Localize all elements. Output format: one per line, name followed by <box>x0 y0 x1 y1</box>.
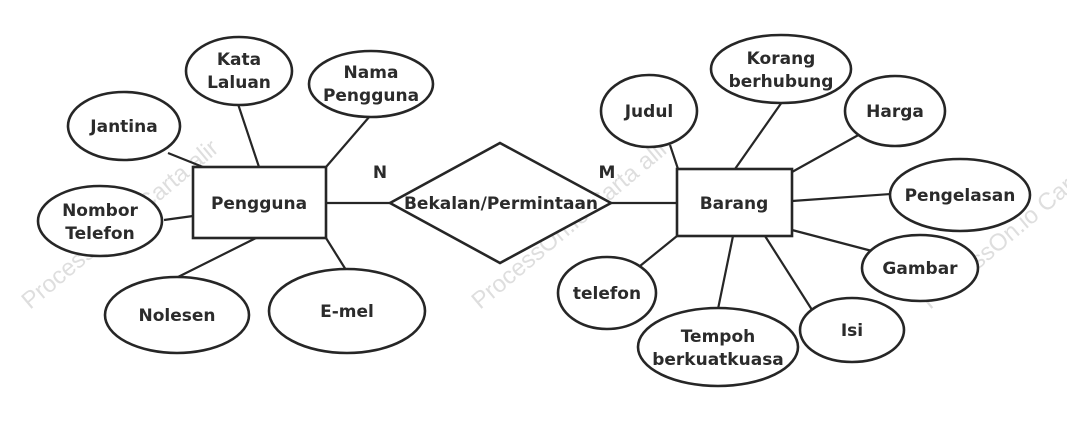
attribute-label: Pengelasan <box>905 186 1016 206</box>
connector-tempoh <box>716 235 735 310</box>
barang-connectors <box>611 101 892 314</box>
attribute-pengelasan: Pengelasan <box>888 157 1032 233</box>
entity-label: Barang <box>700 194 769 214</box>
attribute-tempoh-berkuatkuasa: Tempoh berkuatkuasa <box>636 306 800 388</box>
entity-barang: Barang <box>675 167 794 238</box>
attribute-label: Korang <box>747 49 816 69</box>
attribute-nama-pengguna: Nama Pengguna <box>307 49 435 119</box>
attribute-label: telefon <box>573 284 641 304</box>
attribute-label: Pengguna <box>323 86 419 106</box>
connector-telefon <box>639 235 678 267</box>
attribute-nombor-telefon: Nombor Telefon <box>36 184 164 258</box>
attribute-jantina: Jantina <box>66 90 182 162</box>
attribute-kata-laluan: Kata Laluan <box>184 35 294 107</box>
attribute-label: Nama <box>344 63 399 83</box>
attribute-label: Kata <box>217 50 261 70</box>
connector-harga <box>791 132 863 173</box>
attribute-label: Gambar <box>882 259 958 279</box>
connector-nolesen <box>175 237 257 279</box>
attribute-label: Harga <box>866 102 924 122</box>
attribute-korang-berhubung: Korang berhubung <box>709 33 853 105</box>
attribute-judul: Judul <box>599 73 699 149</box>
entity-pengguna: Pengguna <box>191 165 328 240</box>
connector-isi <box>764 235 815 314</box>
attribute-e-mel: E-mel <box>267 267 427 355</box>
attribute-isi: Isi <box>798 296 906 364</box>
connector-kata-laluan <box>236 103 261 168</box>
connector-nama-pengguna <box>325 115 371 168</box>
connector-judul <box>668 144 680 170</box>
attribute-telefon: telefon <box>556 255 658 331</box>
attribute-nolesen: Nolesen <box>103 275 251 355</box>
connector-pengelasan <box>791 192 892 203</box>
relationship-label: Bekalan/Permintaan <box>404 194 598 214</box>
attribute-label: Nolesen <box>138 306 215 326</box>
connector-gambar <box>791 228 873 253</box>
attribute-label: Nombor <box>62 201 138 221</box>
attribute-harga: Harga <box>843 74 947 148</box>
attribute-label: Judul <box>624 102 674 122</box>
attribute-label: Isi <box>841 321 863 341</box>
attribute-label: E-mel <box>320 302 374 322</box>
attribute-gambar: Gambar <box>860 233 980 303</box>
entity-label: Pengguna <box>211 194 307 214</box>
connector-nombor-telefon <box>163 214 194 222</box>
attribute-label: Tempoh <box>681 327 756 347</box>
cardinality-left: N <box>373 163 387 183</box>
attribute-label: Jantina <box>89 117 157 137</box>
connector-korang-berhubung <box>734 101 783 170</box>
cardinality-right: M <box>599 163 616 183</box>
attribute-label: Laluan <box>207 73 271 93</box>
connector-e-mel <box>325 237 347 271</box>
attribute-label: Telefon <box>65 224 134 244</box>
attribute-label: berkuatkuasa <box>652 350 784 370</box>
relationship-bekalan-permintaan: Bekalan/Permintaan <box>387 141 614 265</box>
pengguna-connectors <box>163 103 390 279</box>
attribute-label: berhubung <box>729 72 834 92</box>
connector-jantina <box>167 151 204 169</box>
